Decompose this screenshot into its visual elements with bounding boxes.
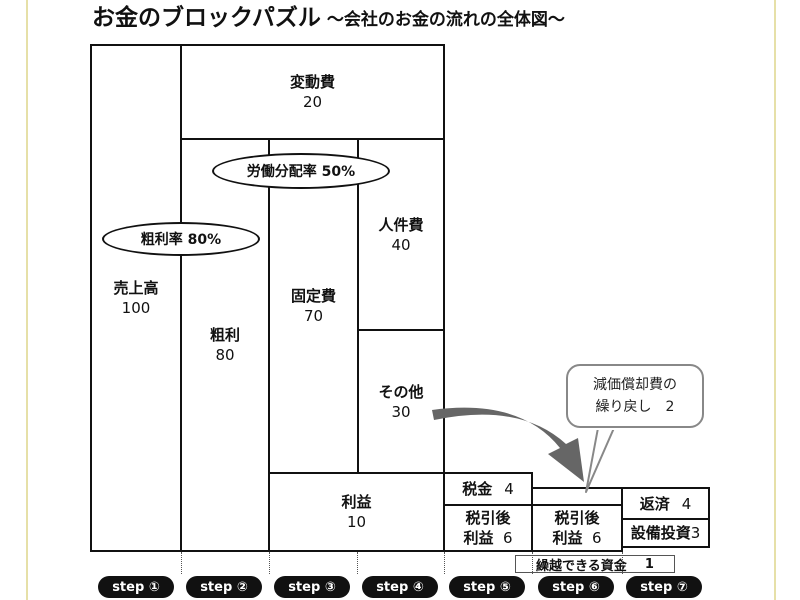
repayment-value: 4	[681, 494, 692, 513]
repayment-label: 返済	[639, 494, 670, 513]
block-variable-cost: 変動費 20	[180, 44, 445, 140]
fixed-cost-label: 固定費	[290, 287, 336, 305]
step-3-button[interactable]: step ③	[274, 576, 350, 598]
after-tax-profit-1-label: 税引後	[465, 509, 511, 527]
personnel-cost-label: 人件費	[378, 215, 424, 234]
callout-tail	[585, 427, 615, 493]
step-separator	[444, 552, 445, 574]
frame-left-line	[26, 0, 28, 600]
after-tax-profit-1-label2: 利益	[463, 529, 494, 547]
variable-cost-value: 20	[302, 93, 323, 111]
after-tax-profit-1-value: 6	[503, 529, 513, 547]
title-sub: ～会社のお金の流れの全体図～	[326, 10, 565, 30]
block-profit: 利益 10	[268, 472, 445, 552]
oval-labor-share: 労働分配率 50%	[212, 153, 390, 189]
gross-margin-text: 粗利率 80%	[140, 232, 222, 248]
step-5-button[interactable]: step ⑤	[449, 576, 525, 598]
carryover-label: 繰越できる資金	[536, 558, 627, 574]
sales-label: 売上高	[113, 279, 159, 297]
block-gross-profit: 粗利 80	[180, 138, 270, 552]
page-title: お金のブロックパズル～会社のお金の流れの全体図～	[92, 0, 565, 36]
block-after-tax-profit-1: 税引後 利益 6	[443, 504, 533, 552]
sales-value: 100	[121, 299, 151, 317]
gross-profit-label: 粗利	[209, 326, 240, 344]
block-sales: 売上高 100	[90, 44, 182, 552]
carryover-tag: 繰越できる資金 1	[515, 555, 675, 574]
step-2-button[interactable]: step ②	[186, 576, 262, 598]
after-tax-profit-2-label2: 利益	[552, 529, 583, 547]
capex-label: 設備投資	[630, 524, 691, 542]
step-separator	[269, 552, 270, 574]
title-main: お金のブロックパズル	[92, 5, 321, 31]
callout-line1: 減価償却費の	[593, 377, 677, 393]
carryover-value: 1	[644, 556, 654, 572]
profit-value: 10	[346, 513, 367, 531]
block-personnel-cost: 人件費 40	[357, 138, 445, 331]
step-separator	[181, 552, 182, 574]
tax-label: 税金	[462, 480, 493, 498]
capex-value: 3	[690, 524, 701, 542]
other-cost-value: 30	[391, 402, 411, 421]
block-tax: 税金 4	[443, 472, 533, 506]
variable-cost-label: 変動費	[289, 73, 335, 91]
step-separator	[532, 552, 533, 574]
step-7-button[interactable]: step ⑦	[626, 576, 702, 598]
step-separator	[357, 552, 358, 574]
callout-depreciation: 減価償却費の 繰り戻し 2	[566, 364, 704, 428]
block-repayment: 返済 4	[621, 487, 710, 520]
step-4-button[interactable]: step ④	[362, 576, 438, 598]
oval-gross-margin: 粗利率 80%	[102, 222, 260, 256]
fixed-cost-value: 70	[303, 307, 324, 325]
tax-value: 4	[504, 480, 514, 498]
step-6-button[interactable]: step ⑥	[538, 576, 614, 598]
personnel-cost-value: 40	[391, 235, 411, 254]
other-cost-label: その他	[378, 382, 424, 401]
profit-label: 利益	[341, 493, 372, 511]
after-tax-profit-2-label: 税引後	[554, 509, 600, 527]
gross-profit-value: 80	[215, 346, 235, 364]
block-other-cost: その他 30	[357, 329, 445, 474]
flow-arrow	[432, 407, 584, 482]
block-fixed-cost: 固定費 70	[268, 138, 359, 474]
frame-right-line	[774, 0, 776, 600]
step-separator	[622, 552, 623, 574]
after-tax-profit-2-value: 6	[592, 529, 602, 547]
step-1-button[interactable]: step ①	[98, 576, 174, 598]
callout-line2: 繰り戻し 2	[595, 399, 675, 415]
labor-share-text: 労働分配率 50%	[246, 164, 356, 180]
block-after-tax-profit-2: 税引後 利益 6	[531, 504, 623, 552]
